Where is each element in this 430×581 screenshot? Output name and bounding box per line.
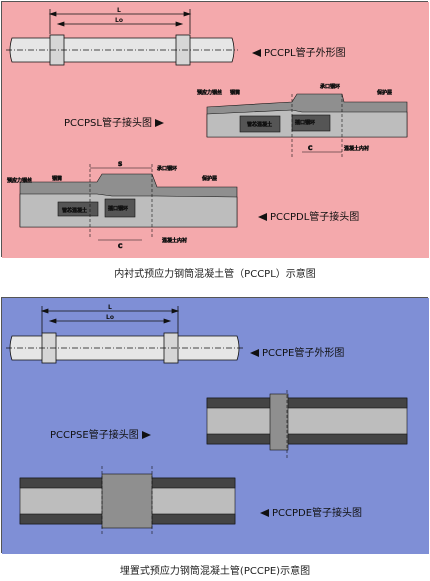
label-core: 管芯混凝土: [247, 121, 272, 128]
dim-L-text: L: [117, 7, 121, 14]
label-prestress-2: 预应力钢丝: [7, 177, 32, 184]
label-socket-ring: 承口钢环: [320, 83, 340, 90]
pccpe-pipe: [6, 332, 243, 364]
label-steel-2: 钢筒: [52, 175, 62, 182]
label-s: S: [118, 161, 122, 168]
pccpsl-label: PCCPSL管子接头图: [64, 114, 164, 129]
pccpe-outline-label: PCCPE管子外形图: [250, 344, 344, 359]
dim-Lo-text: Lo: [115, 17, 123, 24]
pccpsl-joint-diagram: 预应力钢丝 钢筒 承口钢环 保护层 管芯混凝土 插口钢环 混凝土内衬 C: [197, 83, 408, 157]
pccpl-drawing: 预应力钢丝 钢筒 承口钢环 保护层 管芯混凝土 插口钢环 混凝土内衬 C 预应力…: [2, 2, 429, 258]
dim-L-text-2: L: [108, 304, 112, 311]
arrow-right-icon: [141, 431, 151, 439]
pccpe-panel: L Lo PCCPE管子外形图 PCCPSE管子接头图 PCCPDE管子接头图: [1, 297, 429, 554]
label-spigot-2: 插口钢环: [108, 205, 128, 212]
pccpdl-joint-diagram: 预应力钢丝 钢筒 承口钢环 保护层 管芯混凝土 插口钢环 混凝土内衬 S C: [7, 161, 238, 250]
pccpde-joint-diagram: [19, 466, 236, 534]
arrow-right-icon: [154, 119, 164, 127]
label-prestress: 预应力钢丝: [197, 89, 222, 96]
label-core-2: 管芯混凝土: [62, 207, 87, 214]
arrow-left-icon: [260, 509, 269, 517]
arrow-left-icon: [258, 213, 267, 221]
label-protect: 保护层: [377, 89, 392, 96]
dimension-L: [48, 9, 192, 34]
pccpe-drawing: L Lo: [2, 298, 429, 554]
label-inner-2: 混凝土内衬: [162, 237, 187, 244]
label-c: C: [308, 145, 313, 152]
label-protect-2: 保护层: [202, 175, 217, 182]
pccpdl-label: PCCPDL管子接头图: [258, 208, 359, 223]
label-c-2: C: [118, 243, 123, 250]
pccpl-caption: 内衬式预应力钢筒混凝土管（PCCPL）示意图: [114, 269, 316, 280]
label-socket-ring-2: 承口钢环: [157, 165, 177, 172]
pccpde-label: PCCPDE管子接头图: [260, 504, 362, 519]
arrow-left-icon: [250, 349, 259, 357]
label-inner: 混凝土内衬: [344, 145, 369, 152]
pccpe-caption: 埋置式预应力钢筒混凝土管(PCCPE)示意图: [119, 566, 311, 577]
pccpse-joint-diagram: [206, 390, 408, 458]
pccpse-label: PCCPSE管子接头图: [50, 426, 151, 441]
arrow-left-icon: [252, 49, 261, 57]
label-steel: 钢筒: [230, 89, 240, 96]
dimension-L-2: [40, 306, 180, 333]
dim-Lo-text-2: Lo: [106, 314, 114, 321]
label-spigot: 插口钢环: [295, 119, 315, 126]
pccpl-pipe: [6, 34, 238, 66]
pccpl-panel: 预应力钢丝 钢筒 承口钢环 保护层 管芯混凝土 插口钢环 混凝土内衬 C 预应力…: [1, 1, 429, 258]
pccpl-outline-label: PCCPL管子外形图: [252, 44, 346, 59]
